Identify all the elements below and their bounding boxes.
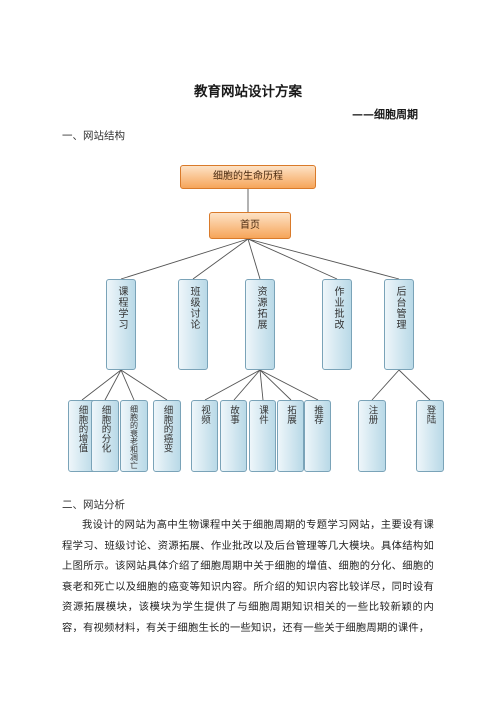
- module-discussion-label: 班级讨论: [188, 286, 199, 330]
- module-resources-label: 资源拓展: [255, 286, 266, 330]
- root-node: 细胞的生命历程: [180, 165, 316, 189]
- admin-child-label: 登陆: [424, 405, 436, 424]
- module-admin: 后台管理: [384, 279, 414, 370]
- resource-child-courseware: 课件: [249, 400, 276, 472]
- home-node: 首页: [209, 212, 291, 239]
- analysis-paragraph: 我设计的网站为高中生物课程中关于细胞周期的专题学习网站，主要设有课程学习、班级讨…: [62, 519, 434, 634]
- admin-child-label: 注册: [366, 405, 378, 424]
- module-course: 课程学习: [106, 279, 136, 370]
- resource-child-label: 推荐: [312, 405, 323, 424]
- course-child-label: 细胞的分化: [99, 405, 111, 453]
- module-homework-label: 作业批改: [332, 286, 343, 330]
- home-node-label: 首页: [240, 220, 260, 231]
- section-heading-analysis: 二、网站分析: [62, 499, 125, 511]
- course-child-cancer: 细胞的癌变: [153, 400, 181, 472]
- module-discussion: 班级讨论: [178, 279, 208, 370]
- page-title: 教育网站设计方案: [194, 84, 302, 100]
- course-child-label: 细胞的衰老和凋亡: [129, 405, 139, 469]
- resource-child-label: 拓展: [285, 405, 296, 424]
- root-node-label: 细胞的生命历程: [213, 171, 283, 182]
- admin-child-login: 登陆: [416, 400, 444, 472]
- module-homework: 作业批改: [322, 279, 352, 370]
- page-subtitle: ——细胞周期: [352, 108, 418, 121]
- resource-child-video: 视频: [191, 400, 218, 472]
- resource-child-label: 课件: [257, 405, 268, 424]
- course-child-label: 细胞的癌变: [161, 405, 173, 453]
- resource-child-extension: 拓展: [277, 400, 304, 472]
- resource-child-label: 故事: [228, 405, 239, 424]
- admin-child-register: 注册: [358, 400, 386, 472]
- course-child-label: 细胞的增值: [76, 405, 88, 453]
- resource-child-story: 故事: [220, 400, 247, 472]
- course-child-differentiation: 细胞的分化: [91, 400, 119, 472]
- resource-child-recommend: 推荐: [304, 400, 331, 472]
- module-course-label: 课程学习: [116, 286, 127, 330]
- module-resources: 资源拓展: [245, 279, 275, 370]
- resource-child-label: 视频: [199, 405, 210, 424]
- module-admin-label: 后台管理: [394, 286, 405, 330]
- section-heading-structure: 一、网站结构: [62, 130, 125, 142]
- course-child-aging: 细胞的衰老和凋亡: [120, 400, 148, 472]
